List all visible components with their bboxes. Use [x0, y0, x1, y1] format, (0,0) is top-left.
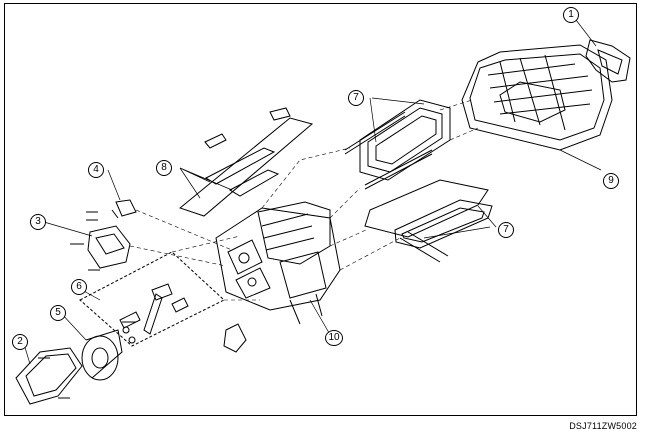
callout-9: 9: [603, 173, 619, 189]
callout-7-upper: 7: [348, 90, 364, 106]
dashed-alignment-lines: [129, 99, 479, 301]
upper-case-part: [461, 44, 613, 151]
callout-4: 4: [88, 162, 104, 178]
callout-2: 2: [12, 334, 28, 350]
mode-actuator-part: [87, 225, 131, 269]
frame-border: [4, 3, 637, 416]
seal-strips: [178, 107, 314, 217]
inlet-bracket-part: [585, 39, 631, 83]
drain-hose-part: [223, 323, 247, 353]
screws: [38, 211, 136, 399]
evaporator-gasket-upper: [344, 99, 451, 190]
link-set-box: [79, 251, 225, 347]
lower-bracket-part: [15, 347, 83, 405]
heater-gasket-lower: [364, 179, 493, 263]
lower-case-part: [215, 201, 341, 325]
callout-7-lower: 7: [498, 222, 514, 238]
callout-3: 3: [30, 214, 46, 230]
link-plate-part: [81, 329, 123, 381]
figure-code: DSJ711ZW5002: [569, 421, 637, 431]
callout-1: 1: [563, 7, 579, 23]
link-set-parts: [119, 283, 189, 344]
callout-5: 5: [50, 305, 66, 321]
callout-6: 6: [71, 279, 87, 295]
callout-10: 10: [325, 330, 343, 346]
air-mix-actuator-part: [111, 199, 137, 219]
callout-8: 8: [156, 160, 172, 176]
